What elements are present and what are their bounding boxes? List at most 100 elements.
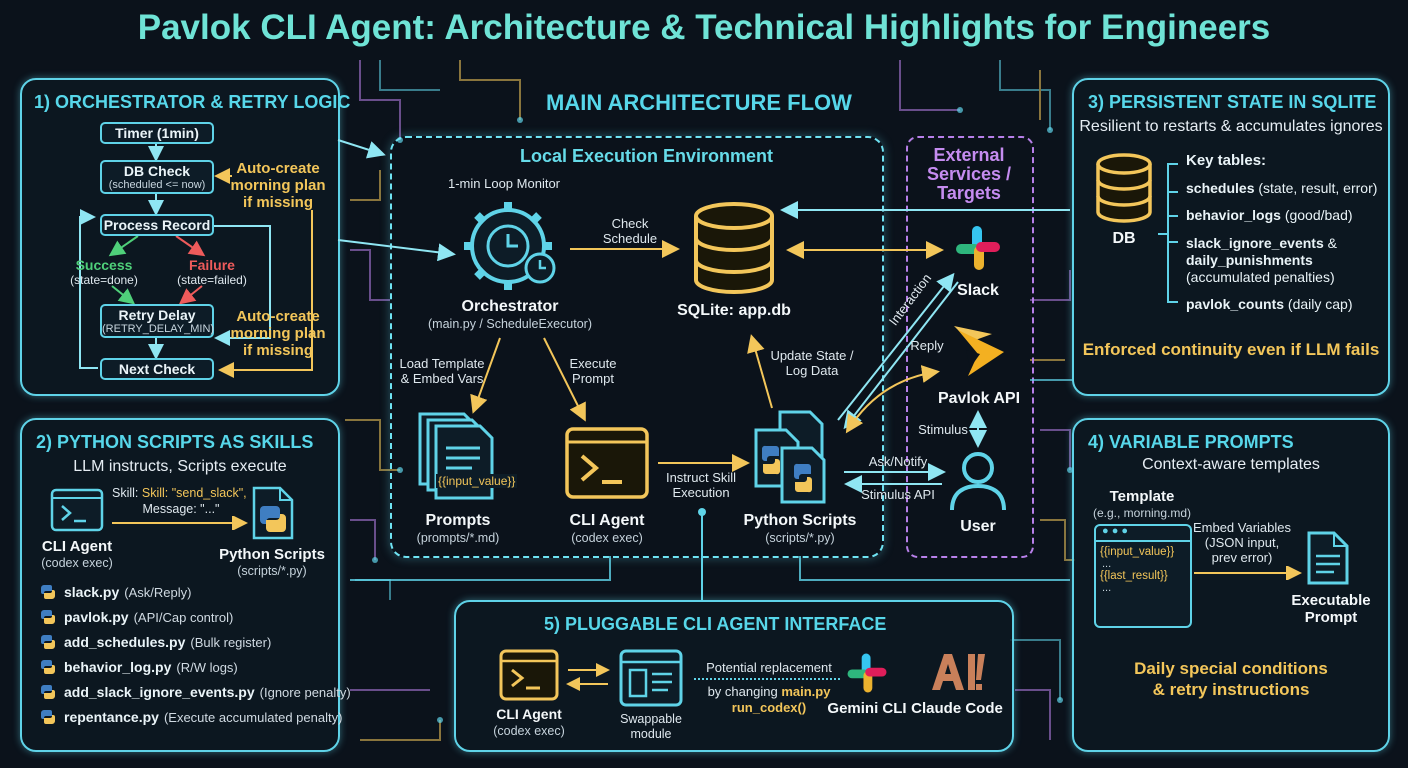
retry-flow-arrows bbox=[79, 142, 313, 378]
prompts-label: Prompts bbox=[425, 512, 491, 529]
prompts-sub: (prompts/*.md) bbox=[416, 531, 500, 545]
panel-variable-prompts: 4) VARIABLE PROMPTS Context-aware templa… bbox=[1072, 418, 1390, 752]
template-label: Template bbox=[1109, 488, 1175, 505]
slack-icon bbox=[956, 226, 1000, 270]
orchestrator-sub: (main.py / ScheduleExecutor) bbox=[428, 317, 592, 331]
python-logo-icon bbox=[41, 660, 55, 674]
pavlok-label: Pavlok API bbox=[937, 390, 1021, 407]
python-logo-icon bbox=[41, 610, 55, 624]
template-dots-1: ... bbox=[1102, 558, 1112, 570]
db-label: DB bbox=[1112, 230, 1136, 247]
reply-label: Reply bbox=[910, 338, 944, 353]
potential-replacement-label: Potential replacement bbox=[706, 660, 832, 675]
embed-arrow bbox=[1194, 566, 1302, 580]
by-changing-label: by changing main.py bbox=[707, 684, 831, 699]
template-window: ● ● ● {{input_value}} ... {{last_result}… bbox=[1094, 524, 1192, 628]
cli-agent-sub: (codex exec) bbox=[493, 724, 565, 738]
table-pavlok-counts: pavlok_counts (daily cap) bbox=[1186, 296, 1353, 312]
skill-label: Skill: Skill: "send_slack", bbox=[112, 486, 247, 500]
panel-title: 3) PERSISTENT STATE IN SQLITE bbox=[1088, 92, 1377, 112]
claude-logo-icon bbox=[932, 654, 985, 690]
tables-bracket bbox=[1158, 163, 1178, 303]
cli-agent-sub: (codex exec) bbox=[571, 531, 643, 545]
template-var-2: {{last_result}} bbox=[1100, 570, 1168, 582]
prompts-documents-icon bbox=[418, 412, 494, 500]
table-daily-punishments: daily_punishments bbox=[1186, 252, 1313, 268]
executable-prompt-icon bbox=[1307, 531, 1349, 585]
panel-python-skills: 2) PYTHON SCRIPTS AS SKILLS LLM instruct… bbox=[20, 418, 351, 752]
special-conditions-note: Daily special conditions& retry instruct… bbox=[1134, 659, 1328, 699]
run-codex-label: run_codex() bbox=[731, 700, 807, 715]
panel-persistent-state: 3) PERSISTENT STATE IN SQLITE Resilient … bbox=[1072, 78, 1390, 396]
template-sub: (e.g., morning.md) bbox=[1092, 506, 1192, 520]
python-file-icon bbox=[252, 486, 294, 540]
cli-agent-terminal-icon bbox=[499, 649, 559, 701]
main-flow-title: MAIN ARCHITECTURE FLOW bbox=[546, 90, 852, 115]
page-title: Pavlok CLI Agent: Architecture & Technic… bbox=[137, 8, 1271, 47]
embed-variables-label: Embed Variables(JSON input,prev error) bbox=[1192, 520, 1292, 565]
user-label: User bbox=[960, 518, 996, 535]
skill-arrow bbox=[112, 516, 248, 530]
panel-orchestrator-retry: 1) ORCHESTRATOR & RETRY LOGIC Timer (1mi… bbox=[20, 78, 350, 396]
gemini-slack-style-icon bbox=[847, 653, 887, 693]
panel-title: 5) PLUGGABLE CLI AGENT INTERFACE bbox=[544, 614, 887, 634]
timer-box: Timer (1min) bbox=[100, 122, 214, 144]
stimulus-api-label: Stimulus API bbox=[861, 487, 935, 502]
sqlite-database-icon bbox=[694, 202, 774, 294]
key-tables-label: Key tables: bbox=[1186, 152, 1267, 169]
script-item: pavlok.py(API/Cap control) bbox=[40, 609, 233, 625]
panel-subtitle: LLM instructs, Scripts execute bbox=[73, 458, 287, 475]
local-execution-environment bbox=[390, 136, 884, 558]
database-icon bbox=[1096, 153, 1152, 223]
pavlok-logo-icon bbox=[954, 326, 1004, 376]
claude-code-label: Claude Code bbox=[911, 700, 1003, 717]
python-logo-icon bbox=[41, 710, 55, 724]
table-schedules: schedules (state, result, error) bbox=[1186, 180, 1378, 196]
input-value-tag: {{input_value}} bbox=[436, 474, 518, 488]
panel-subtitle: Context-aware templates bbox=[1142, 456, 1320, 473]
python-logo-icon bbox=[41, 585, 55, 599]
success-label: Success (state=done) bbox=[70, 257, 138, 288]
cli-agent-label: CLI Agent bbox=[41, 538, 113, 555]
slack-label: Slack bbox=[957, 282, 999, 299]
loop-monitor-label: 1-min Loop Monitor bbox=[448, 176, 560, 191]
panel-pluggable-cli: 5) PLUGGABLE CLI AGENT INTERFACE CLI Age… bbox=[454, 600, 1014, 752]
script-item: slack.py(Ask/Reply) bbox=[40, 584, 191, 600]
script-item: repentance.py(Execute accumulated penalt… bbox=[40, 709, 342, 725]
panel-subtitle: Resilient to restarts & accumulates igno… bbox=[1079, 118, 1383, 135]
retry-delay-label: Retry Delay bbox=[118, 307, 196, 323]
cli-agent-sub: (codex exec) bbox=[41, 556, 113, 570]
update-state-label: Update State /Log Data bbox=[770, 348, 854, 378]
python-scripts-label: Python Scripts bbox=[219, 546, 325, 563]
template-dots-2: ... bbox=[1102, 582, 1112, 594]
retry-delay-sub: (RETRY_DELAY_MIN) bbox=[102, 323, 215, 335]
continuity-note: Enforced continuity even if LLM fails bbox=[1082, 340, 1380, 359]
retry-delay-box: Retry Delay (RETRY_DELAY_MIN) bbox=[100, 304, 214, 338]
template-var-1: {{input_value}} bbox=[1100, 546, 1175, 558]
script-item: behavior_log.py(R/W logs) bbox=[40, 659, 238, 675]
process-record-box: Process Record bbox=[100, 214, 214, 236]
db-check-box: DB Check (scheduled <= now) bbox=[100, 160, 214, 194]
next-check-box: Next Check bbox=[100, 358, 214, 380]
local-env-title: Local Execution Environment bbox=[520, 146, 774, 166]
swappable-module-icon bbox=[619, 649, 683, 707]
failure-label: Failure (state=failed) bbox=[177, 257, 247, 288]
cli-agent-terminal-icon bbox=[565, 427, 649, 499]
table-slack-ignore-events: slack_ignore_events & bbox=[1186, 235, 1337, 251]
user-icon bbox=[950, 452, 1006, 511]
terminal-icon bbox=[50, 488, 104, 532]
orchestrator-gear-clock-icon bbox=[464, 202, 556, 290]
gemini-cli-label: Gemini CLI bbox=[827, 700, 907, 717]
python-scripts-label: Python Scripts bbox=[743, 512, 857, 529]
cli-agent-label: CLI Agent bbox=[569, 512, 645, 529]
script-item: add_slack_ignore_events.py(Ignore penalt… bbox=[40, 684, 351, 700]
python-logo-icon bbox=[41, 685, 55, 699]
